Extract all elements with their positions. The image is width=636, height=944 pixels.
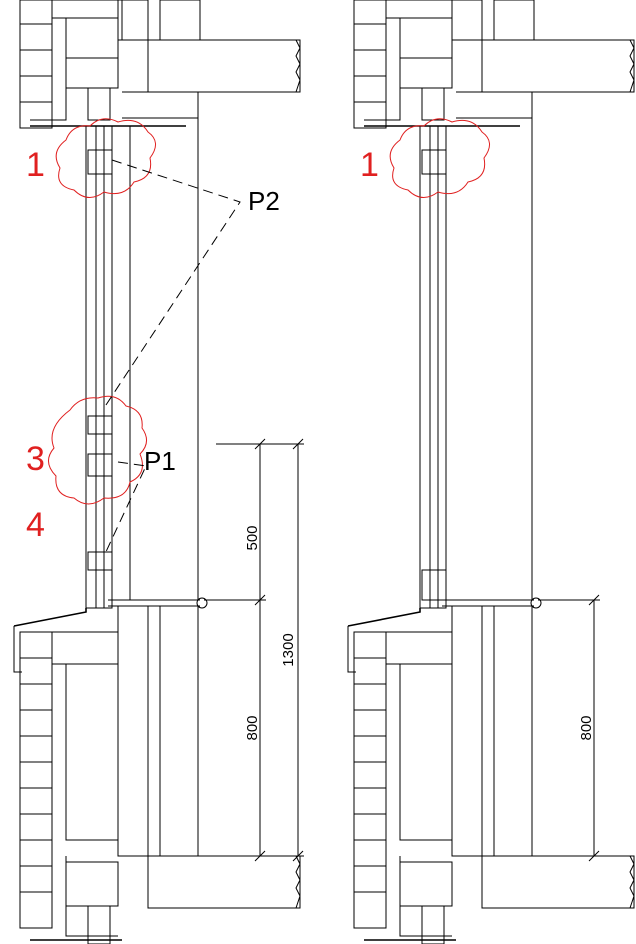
dim-800: 800 [244, 715, 261, 740]
bottom-slab [147, 855, 301, 909]
p2-leader [103, 159, 241, 409]
label-p1: P1 [144, 446, 176, 476]
revision-cloud-3 [48, 395, 147, 505]
marker-1: 1 [26, 146, 45, 184]
marker-4: 4 [26, 506, 45, 544]
right-revision-cloud-1 [389, 118, 490, 198]
revision-cloud-1 [55, 118, 156, 198]
right-section: 1 800 [347, 0, 635, 944]
dim-1300: 1300 [280, 633, 297, 666]
window-frame [85, 125, 131, 609]
lower-brick-cladding [19, 631, 53, 929]
dim-500: 500 [244, 525, 261, 550]
top-slab [147, 39, 301, 93]
dimension-lines [200, 438, 304, 862]
right-marker-1: 1 [360, 146, 379, 184]
p1-leader [103, 461, 147, 557]
left-section: 1 3 4 P2 P1 500 800 1300 [13, 0, 304, 944]
top-brick-cladding [19, 0, 53, 129]
label-p2: P2 [248, 186, 280, 216]
marker-3: 3 [26, 440, 45, 478]
right-dim-800: 800 [578, 715, 595, 740]
